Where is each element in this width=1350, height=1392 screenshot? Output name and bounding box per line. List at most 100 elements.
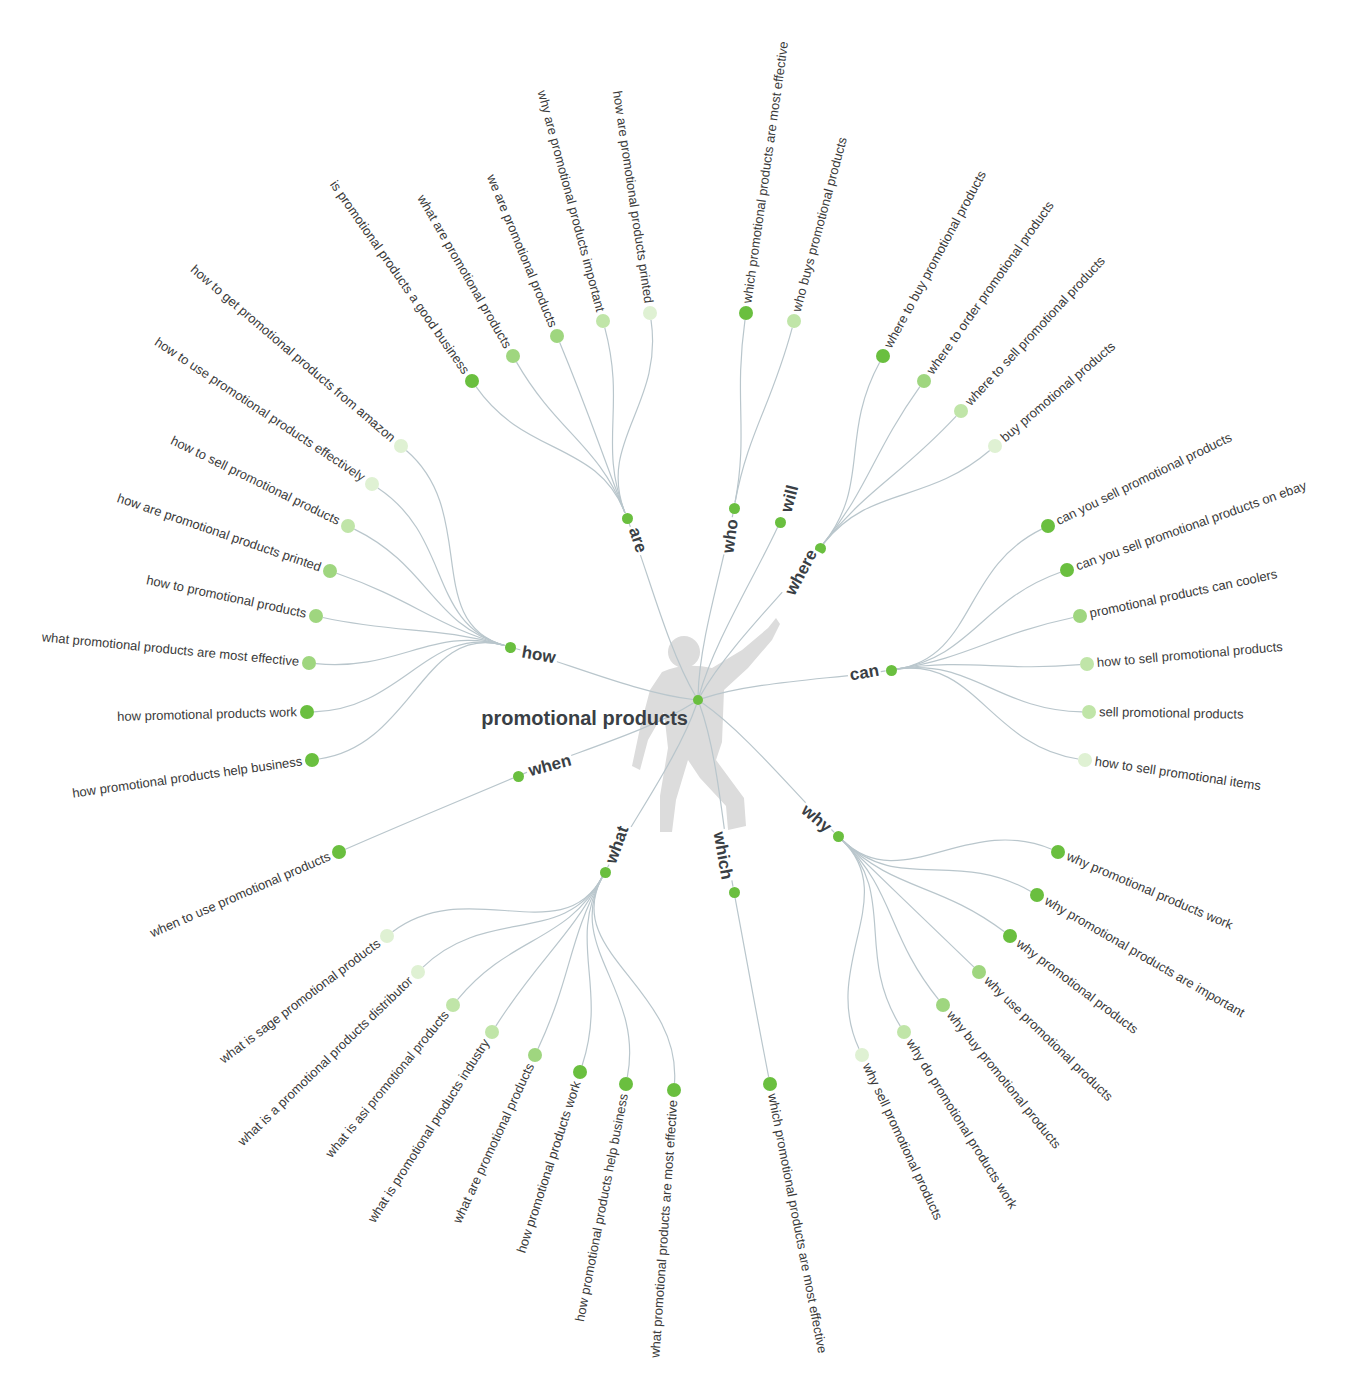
- node-dot: [332, 845, 346, 859]
- node-dot: [886, 665, 897, 676]
- node-dot: [1080, 657, 1094, 671]
- node-text: how to promotional products: [145, 572, 308, 622]
- branch-link: [496, 877, 603, 1026]
- node-dot: [506, 349, 520, 363]
- branch-link: [393, 877, 603, 932]
- node-dot: [693, 695, 703, 705]
- node-dot: [833, 831, 844, 842]
- node-dot: [972, 965, 986, 979]
- node-dot: [739, 306, 753, 320]
- branch-link: [735, 328, 792, 503]
- node-dot: [1051, 845, 1065, 859]
- node-text: promotional products: [481, 706, 688, 730]
- node-dot: [643, 306, 657, 320]
- node-dot: [1073, 609, 1087, 623]
- node-dot: [936, 998, 950, 1012]
- node-text: which: [708, 828, 737, 883]
- node-dot: [513, 771, 524, 782]
- branch-link: [314, 642, 505, 712]
- node-dot: [787, 314, 801, 328]
- branch-link: [592, 877, 630, 1077]
- branch-link: [618, 320, 653, 513]
- node-text: why are promotional products important: [534, 89, 609, 314]
- node-text: how promotional products help business: [71, 753, 303, 801]
- node-text: how to get promotional products from ama…: [187, 262, 398, 446]
- node-text: how to sell promotional items: [1094, 754, 1262, 795]
- node-dot: [1030, 888, 1044, 902]
- node-text: how promotional products work: [514, 1079, 585, 1255]
- node-dot: [917, 374, 931, 388]
- node-dot: [300, 705, 314, 719]
- branch-link: [842, 840, 865, 1049]
- node-text: where to order promotional products: [923, 198, 1057, 377]
- branch-link: [842, 840, 939, 1000]
- node-dot: [309, 609, 323, 623]
- node-dot: [596, 314, 610, 328]
- node-dot: [505, 642, 516, 653]
- node-text: when: [524, 750, 575, 782]
- node-text: how to sell promotional products: [1096, 639, 1283, 671]
- node-text: what is sage promotional products: [217, 936, 384, 1068]
- node-dot: [622, 513, 633, 524]
- node-dot: [365, 477, 379, 491]
- node-text: what promotional products are most effec…: [41, 629, 300, 670]
- node-dot: [988, 439, 1002, 453]
- branch-link: [823, 416, 956, 544]
- branch-link: [735, 897, 769, 1077]
- node-dot: [729, 503, 740, 514]
- node-text: will: [776, 481, 803, 517]
- node-dot: [305, 753, 319, 767]
- branch-link: [842, 840, 1031, 892]
- node-dot: [465, 374, 479, 388]
- node-dot: [1078, 753, 1092, 767]
- node-text: what: [601, 821, 634, 868]
- node-dot: [302, 656, 316, 670]
- branch-link: [378, 488, 505, 646]
- branch-link: [896, 668, 1078, 759]
- branch-link: [594, 877, 675, 1083]
- node-dot: [763, 1077, 777, 1091]
- node-dot: [600, 867, 611, 878]
- branch-link: [896, 668, 1082, 712]
- branch-link: [896, 665, 1080, 670]
- node-dot: [667, 1083, 681, 1097]
- node-dot: [1060, 563, 1074, 577]
- node-dot: [729, 887, 740, 898]
- node-text: how promotional products help business: [572, 1092, 632, 1323]
- node-dot: [380, 929, 394, 943]
- node-text: which promotional products are most effe…: [764, 1092, 830, 1354]
- node-dot: [573, 1065, 587, 1079]
- node-text: when to use promotional products: [148, 849, 333, 941]
- branch-link: [354, 529, 504, 645]
- branch-link: [345, 778, 513, 849]
- branch-link: [896, 529, 1041, 669]
- node-dot: [876, 349, 890, 363]
- branch-link: [896, 572, 1060, 669]
- branch-link: [458, 877, 603, 1000]
- branch-link: [842, 840, 1052, 861]
- node-text: what is a promotional products distribut…: [235, 973, 417, 1149]
- node-dot: [528, 1048, 542, 1062]
- branch-link: [560, 343, 625, 513]
- node-text: how are promotional products printed: [609, 90, 657, 305]
- node-dot: [323, 564, 337, 578]
- node-dot: [1082, 705, 1096, 719]
- node-text: why: [796, 799, 837, 838]
- node-text: where: [780, 544, 823, 600]
- node-dot: [1003, 929, 1017, 943]
- branch-link: [517, 362, 626, 513]
- branch-link: [423, 877, 602, 967]
- node-text: sell promotional products: [1099, 704, 1244, 723]
- node-dot: [394, 439, 408, 453]
- node-dot: [897, 1025, 911, 1039]
- node-dot: [446, 998, 460, 1012]
- node-dot: [485, 1025, 499, 1039]
- node-text: are: [623, 523, 651, 557]
- node-text: how: [518, 642, 559, 668]
- node-dot: [411, 965, 425, 979]
- branch-link: [406, 451, 504, 646]
- branch-link: [476, 387, 625, 513]
- node-text: who: [718, 516, 743, 556]
- node-text: how to use promotional products effectiv…: [152, 334, 369, 485]
